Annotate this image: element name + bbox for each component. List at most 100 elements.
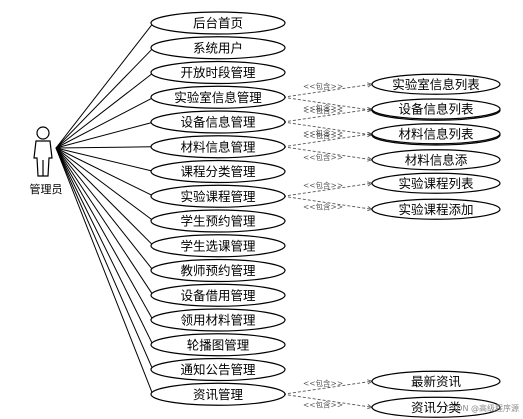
use-case: 设备信息管理 <box>150 110 286 134</box>
use-case-label: 设备借用管理 <box>180 288 256 303</box>
use-case-label: 设备信息管理 <box>180 115 256 130</box>
included-use-case-label: 实验课程添加 <box>398 202 473 217</box>
use-case: 开放时段管理 <box>150 60 286 85</box>
include-relations: <<包含>> <<包含>> <<包含>> <<包含>> <<包含>> <<包含>> <<包含… <box>282 81 374 410</box>
include-label: <<包含>> <box>303 152 343 162</box>
actor-body <box>33 140 53 177</box>
included-use-case-ellipse <box>371 396 501 418</box>
use-case: 领用材料管理 <box>150 308 286 332</box>
included-use-case-ellipse <box>371 172 501 194</box>
actor-label: 管理员 <box>30 182 63 196</box>
association-line <box>55 147 153 172</box>
use-case: 系统用户 <box>150 36 286 60</box>
use-case-ellipse <box>150 258 286 283</box>
use-case-label: 资讯管理 <box>193 387 244 402</box>
association-line <box>55 147 153 245</box>
use-case-label: 轮播图管理 <box>187 337 250 352</box>
use-case-label: 实验课程管理 <box>180 189 256 204</box>
included-use-case-ellipse <box>371 198 501 220</box>
use-case-ellipse <box>150 333 286 357</box>
included-use-case-ellipse <box>371 123 501 145</box>
included-use-case-label: 实验课程列表 <box>398 176 474 191</box>
association-line <box>55 48 153 149</box>
use-case-label: 后台首页 <box>193 16 243 31</box>
include-label: <<包含>> <box>303 202 343 212</box>
include-label: <<包含>> <box>303 81 343 91</box>
association-line <box>55 147 153 196</box>
use-case: 材料信息管理 <box>150 135 286 159</box>
association-line <box>55 147 153 294</box>
use-case-ellipse <box>150 60 286 85</box>
use-case-ellipse <box>150 184 286 208</box>
use-case-ellipse <box>150 382 286 406</box>
included-use-case-label: 资讯分类 <box>411 400 462 415</box>
included-use-case-ellipse <box>371 98 501 120</box>
use-case-ellipse <box>150 135 286 159</box>
use-case-ellipse <box>150 11 286 35</box>
association-line <box>55 147 153 344</box>
use-case: 课程分类管理 <box>150 159 286 184</box>
use-case-list: 后台首页系统用户开放时段管理实验室信息管理设备信息管理材料信息管理课程分类管理实… <box>150 11 286 406</box>
included-use-case-label: 材料信息添 <box>405 152 468 167</box>
use-case-ellipse <box>150 110 286 134</box>
use-case-ellipse <box>150 159 286 184</box>
use-case-ellipse <box>150 85 286 109</box>
include-label: <<包含>> <box>303 378 343 388</box>
association-line <box>55 147 153 221</box>
association-line <box>55 147 153 270</box>
included-use-case: 最新资讯 <box>371 370 501 392</box>
use-case-label: 学生选课管理 <box>180 238 256 253</box>
use-case: 实验课程管理 <box>150 184 286 208</box>
association-lines <box>55 24 153 393</box>
association-line <box>55 147 153 319</box>
include-label: <<包含>> <box>303 180 343 190</box>
actor-head <box>36 126 50 140</box>
included-use-case-label: 最新资讯 <box>411 374 462 389</box>
use-case-label: 领用材料管理 <box>180 313 256 328</box>
included-use-case: 资讯分类 <box>371 396 501 418</box>
use-case: 设备借用管理 <box>150 283 286 307</box>
included-use-case-label: 实验室信息列表 <box>392 77 480 92</box>
association-line <box>55 147 153 393</box>
included-use-case: 实验课程列表 <box>371 172 501 194</box>
included-use-case-ellipse <box>371 370 501 392</box>
use-case-ellipse <box>150 357 286 382</box>
use-case-ellipse <box>150 283 286 307</box>
use-case-label: 开放时段管理 <box>180 65 256 80</box>
association-line <box>55 97 153 149</box>
included-use-case-ellipse <box>371 73 501 95</box>
use-case-ellipse <box>150 36 286 60</box>
actor-figure <box>33 126 53 177</box>
include-label: <<包含>> <box>303 400 343 410</box>
included-use-case: 实验课程添加 <box>371 198 501 220</box>
include-label: <<包含>> <box>303 130 343 140</box>
use-case: 实验室信息管理 <box>150 85 286 109</box>
use-case-label: 系统用户 <box>193 40 243 55</box>
included-use-case-label: 设备信息列表 <box>398 102 474 117</box>
association-line <box>55 146 153 149</box>
use-case: 资讯管理 <box>150 382 286 406</box>
association-line <box>55 24 153 149</box>
use-case-ellipse <box>150 209 286 233</box>
use-case: 轮播图管理 <box>150 333 286 357</box>
use-case: 后台首页 <box>150 11 286 35</box>
use-case: 通知公告管理 <box>150 357 286 382</box>
included-use-case-list: 实验室信息列表实验室信息添加设备信息列表设备信息添加材料信息列表材料信息添实验课… <box>371 73 501 418</box>
use-case-label: 学生预约管理 <box>180 214 256 229</box>
included-use-case: 材料信息列表 <box>371 123 501 145</box>
use-case: 学生预约管理 <box>150 209 286 233</box>
association-line <box>55 73 153 149</box>
watermark-text: CSDN @高级程序源 <box>446 403 519 413</box>
included-use-case-ellipse <box>371 149 501 171</box>
use-case-label: 课程分类管理 <box>180 164 256 179</box>
use-case-ellipse <box>150 234 286 258</box>
use-case: 教师预约管理 <box>150 258 286 283</box>
use-case-label: 实验室信息管理 <box>174 90 262 105</box>
included-use-case: 材料信息添 <box>371 149 501 171</box>
use-case-label: 通知公告管理 <box>180 362 256 377</box>
included-use-case-label: 材料信息列表 <box>398 126 474 141</box>
association-line <box>55 147 153 368</box>
association-line <box>55 122 153 149</box>
included-use-case: 设备信息列表 <box>371 98 501 120</box>
